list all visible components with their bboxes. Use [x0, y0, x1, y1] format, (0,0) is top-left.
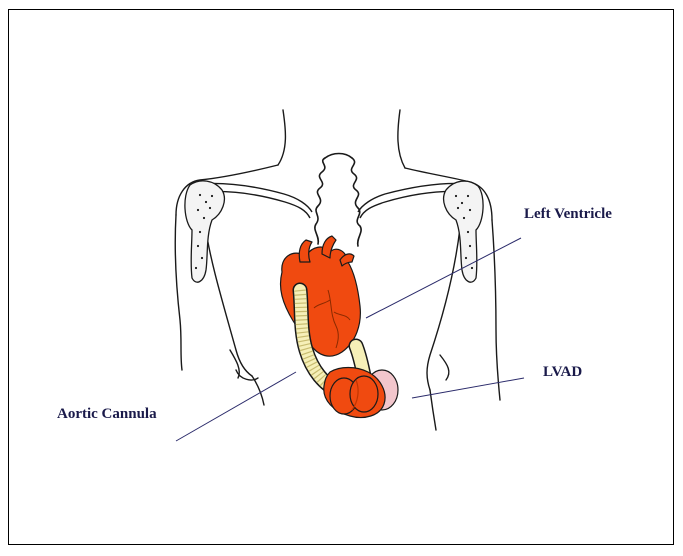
label-lvad: LVAD [543, 364, 582, 380]
lvad-pump [324, 368, 398, 418]
label-aortic-cannula: Aortic Cannula [57, 406, 157, 422]
right-shoulder-bone [444, 181, 483, 282]
left-shoulder-bone [185, 181, 224, 282]
leader-line-left-ventricle [366, 238, 521, 318]
leader-line-aortic-cannula [176, 372, 296, 441]
heart [281, 236, 361, 356]
clavicles [198, 183, 470, 218]
trachea-squiggle [315, 154, 361, 247]
label-left-ventricle: Left Ventricle [524, 206, 612, 222]
